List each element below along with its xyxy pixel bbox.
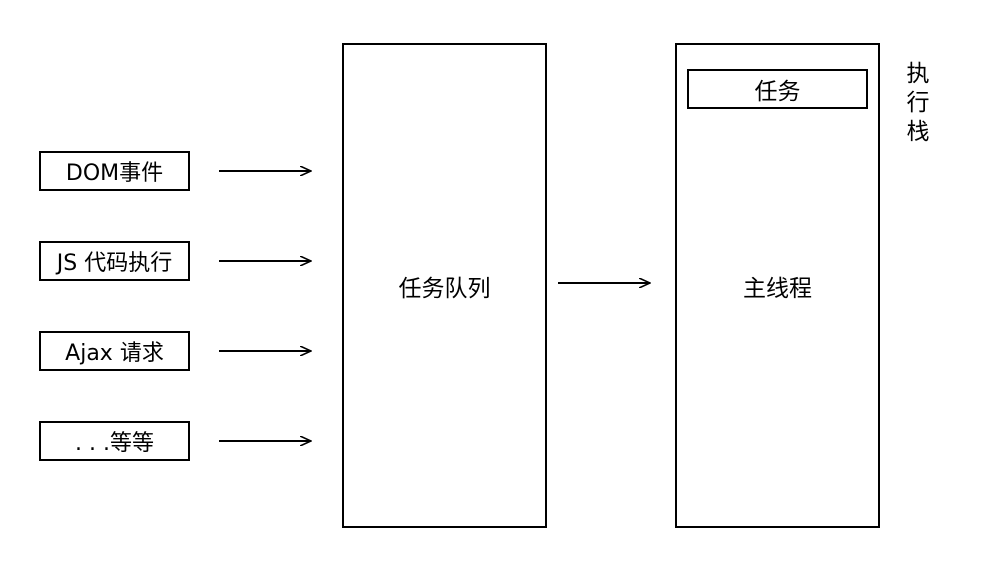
- source-etc: . . .等等: [39, 421, 190, 461]
- source-label: JS 代码执行: [56, 251, 173, 276]
- source-ajax-request: Ajax 请求: [39, 331, 190, 371]
- task-item-label: 任务: [754, 79, 801, 105]
- source-label: DOM事件: [65, 161, 164, 186]
- source-js-execution: JS 代码执行: [39, 241, 190, 281]
- task-item-box: 任务: [687, 69, 868, 109]
- main-thread-box: 主线程: [675, 43, 880, 528]
- execution-stack-char: 栈: [906, 119, 930, 145]
- execution-stack-char: 执: [906, 61, 930, 87]
- execution-stack-char: 行: [906, 90, 930, 116]
- main-thread-label: 主线程: [743, 275, 812, 302]
- task-queue-box: 任务队列: [342, 43, 547, 528]
- source-dom-events: DOM事件: [39, 151, 190, 191]
- execution-stack-label: 执 行 栈: [903, 60, 933, 147]
- source-label: . . .等等: [75, 431, 154, 456]
- source-label: Ajax 请求: [65, 341, 164, 366]
- task-queue-label: 任务队列: [398, 275, 491, 302]
